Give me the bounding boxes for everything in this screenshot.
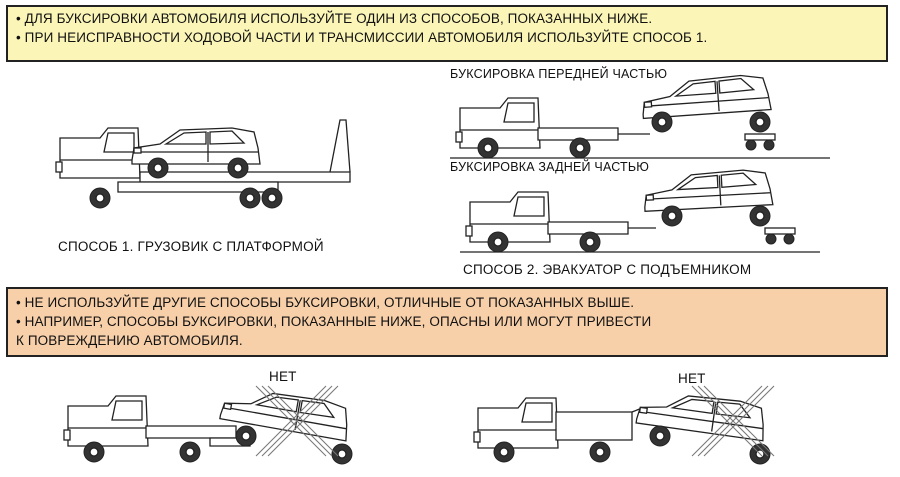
warning-line-2: • НАПРИМЕР, СПОСОБЫ БУКСИРОВКИ, ПОКАЗАНН… [16,314,652,329]
towing-warning-box: • НЕ ИСПОЛЬЗУЙТЕ ДРУГИЕ СПОСОБЫ БУКСИРОВ… [6,287,888,357]
bad-example-left-label: НЕТ [269,369,297,384]
warning-line-3: К ПОВРЕЖДЕНИЮ АВТОМОБИЛЯ. [16,333,243,348]
bad-example-right-label: НЕТ [678,371,706,386]
method-1-caption: СПОСОБ 1. ГРУЗОВИК С ПЛАТФОРМОЙ [58,239,324,254]
notice-line-1: • ДЛЯ БУКСИРОВКИ АВТОМОБИЛЯ ИСПОЛЬЗУЙТЕ … [16,11,653,26]
front-lift-tow-illustration [450,72,840,159]
notice-line-2: • ПРИ НЕИСПРАВНОСТИ ХОДОВОЙ ЧАСТИ И ТРАН… [16,30,708,45]
warning-line-1: • НЕ ИСПОЛЬЗУЙТЕ ДРУГИЕ СПОСОБЫ БУКСИРОВ… [16,295,635,310]
rear-tow-label: БУКСИРОВКА ЗАДНЕЙ ЧАСТЬЮ [450,160,650,174]
towing-notice-box: • ДЛЯ БУКСИРОВКИ АВТОМОБИЛЯ ИСПОЛЬЗУЙТЕ … [6,5,888,62]
front-tow-label: БУКСИРОВКА ПЕРЕДНЕЙ ЧАСТЬЮ [450,67,668,81]
method-2-caption: СПОСОБ 2. ЭВАКУАТОР С ПОДЪЕМНИКОМ [463,262,752,277]
rear-lift-tow-illustration [460,168,830,253]
improper-towing-example-right [473,385,775,465]
flatbed-truck-illustration [55,108,370,209]
improper-towing-example-left [63,382,353,465]
